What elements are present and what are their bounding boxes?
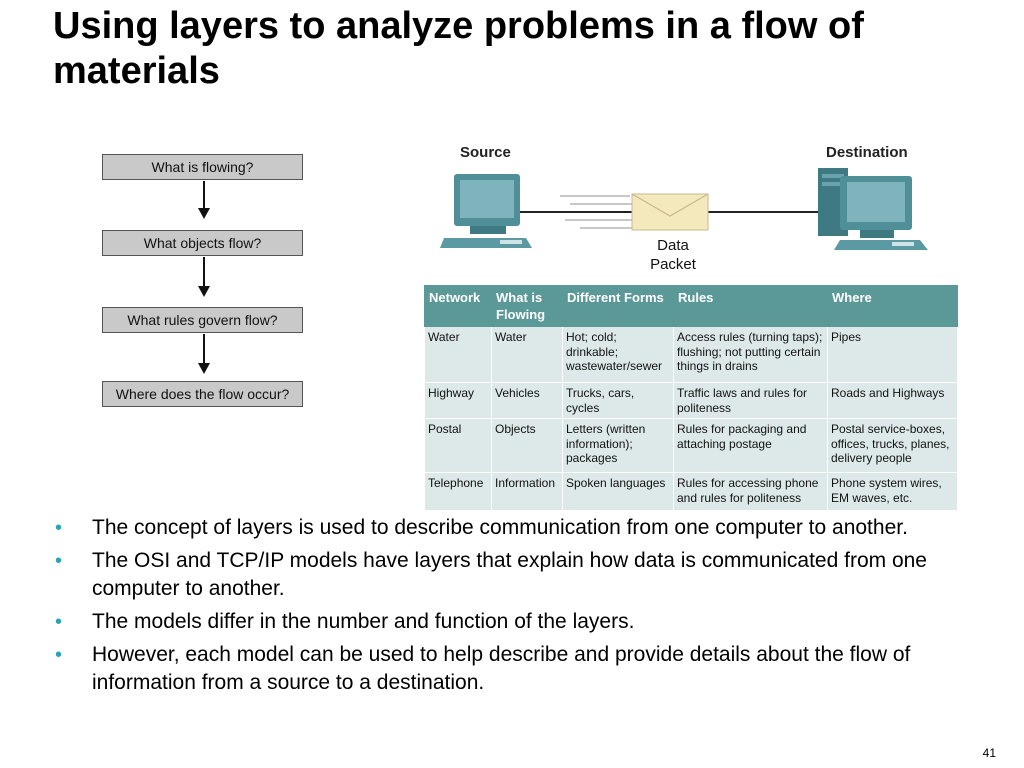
header-where: Where [827, 285, 958, 327]
header-network: Network [424, 285, 492, 327]
table-row: Postal Objects Letters (written informat… [424, 418, 958, 473]
down-arrow-icon [198, 334, 210, 374]
destination-computer-icon [818, 168, 928, 250]
table-cell: Water [424, 326, 492, 383]
bullet-text: The OSI and TCP/IP models have layers th… [92, 549, 927, 600]
packet-label-line2: Packet [650, 256, 696, 273]
table-cell: Traffic laws and rules for politeness [673, 382, 828, 419]
table-cell: Access rules (turning taps); flushing; n… [673, 326, 828, 383]
table-cell: Pipes [827, 326, 958, 383]
bullet-dot-icon: • [55, 517, 63, 539]
table-cell: Trucks, cars, cycles [562, 382, 674, 419]
header-rules: Rules [673, 285, 828, 327]
source-label: Source [460, 144, 511, 161]
page-number: 41 [982, 746, 996, 760]
envelope-icon [631, 193, 709, 231]
data-packet-label: Data Packet [636, 236, 710, 274]
flow-step-what-is-flowing: What is flowing? [102, 154, 303, 180]
header-different-forms: Different Forms [562, 285, 674, 327]
bullet-item: • The models differ in the number and fun… [55, 608, 1000, 636]
table-cell: Spoken languages [562, 472, 674, 511]
bullet-dot-icon: • [55, 644, 63, 666]
packet-label-line1: Data [657, 237, 689, 254]
table-cell: Rules for packaging and attaching postag… [673, 418, 828, 473]
bullet-list: • The concept of layers is used to descri… [55, 514, 1000, 702]
down-arrow-icon [198, 257, 210, 297]
table-cell: Rules for accessing phone and rules for … [673, 472, 828, 511]
table-cell: Roads and Highways [827, 382, 958, 419]
slide-title: Using layers to analyze problems in a fl… [53, 5, 864, 92]
table-cell: Phone system wires, EM waves, etc. [827, 472, 958, 511]
table-cell: Objects [491, 418, 563, 473]
down-arrow-icon [198, 181, 210, 219]
bullet-text: The concept of layers is used to describ… [92, 516, 908, 539]
bullet-text: However, each model can be used to help … [92, 643, 911, 694]
bullet-text: The models differ in the number and func… [92, 610, 635, 633]
network-comparison-table: Network What is Flowing Different Forms … [424, 285, 958, 511]
bullet-item: • The OSI and TCP/IP models have layers t… [55, 547, 1000, 603]
source-computer-icon [440, 174, 532, 248]
table-cell: Water [491, 326, 563, 383]
flow-step-what-rules-govern-flow: What rules govern flow? [102, 307, 303, 333]
bullet-dot-icon: • [55, 550, 63, 572]
table-header-row: Network What is Flowing Different Forms … [424, 285, 958, 327]
header-what-is-flowing: What is Flowing [491, 285, 563, 327]
table-cell: Letters (written information); packages [562, 418, 674, 473]
table-row: Highway Vehicles Trucks, cars, cycles Tr… [424, 382, 958, 419]
table-cell: Postal [424, 418, 492, 473]
table-cell: Hot; cold; drinkable; wastewater/sewer [562, 326, 674, 383]
table-cell: Postal service-boxes, offices, trucks, p… [827, 418, 958, 473]
table-cell: Telephone [424, 472, 492, 511]
table-cell: Highway [424, 382, 492, 419]
flow-step-what-objects-flow: What objects flow? [102, 230, 303, 256]
destination-label: Destination [826, 144, 908, 161]
table-cell: Vehicles [491, 382, 563, 419]
table-cell: Information [491, 472, 563, 511]
bullet-item: • However, each model can be used to help… [55, 641, 1000, 697]
table-row: Water Water Hot; cold; drinkable; wastew… [424, 326, 958, 383]
network-picture [440, 168, 928, 250]
motion-streaks-icon [560, 195, 632, 229]
flow-step-where-does-flow-occur: Where does the flow occur? [102, 381, 303, 407]
bullet-dot-icon: • [55, 611, 63, 633]
bullet-item: • The concept of layers is used to descri… [55, 514, 1000, 542]
table-row: Telephone Information Spoken languages R… [424, 472, 958, 511]
